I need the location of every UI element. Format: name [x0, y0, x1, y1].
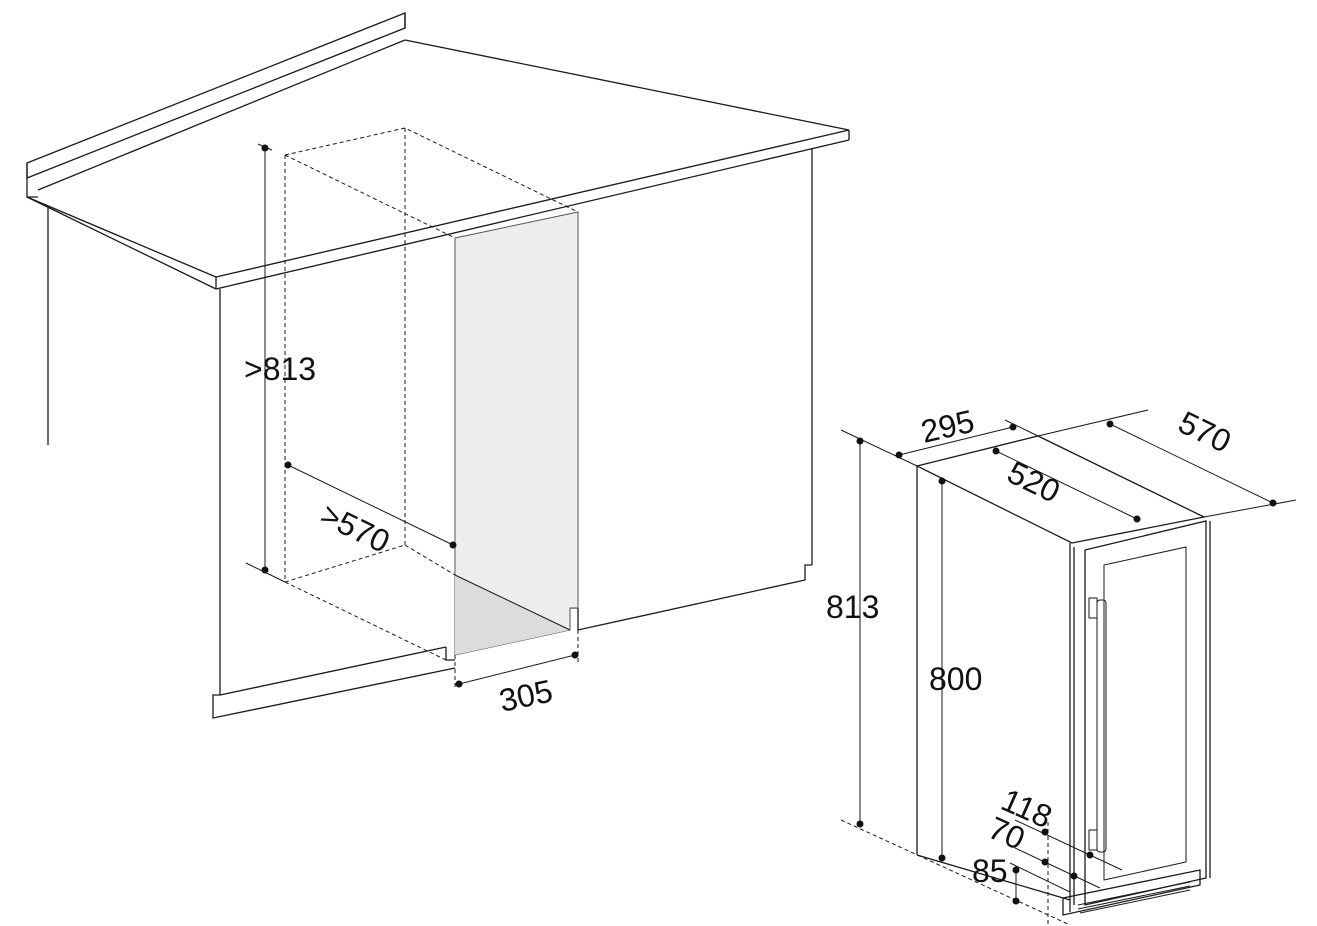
width-label: 295: [917, 403, 977, 450]
body-depth-label: 520: [1002, 454, 1066, 510]
niche-depth-label: >570: [315, 496, 396, 560]
niche-height-label: >813: [244, 351, 316, 387]
niche-width-label: 305: [496, 673, 556, 719]
kitchen-cabinet: [26, 12, 850, 719]
total-depth-label: 570: [1173, 404, 1237, 460]
appliance-dimension-lines: [840, 409, 1297, 926]
niche-opening: [284, 127, 579, 690]
total-height-label: 813: [826, 589, 879, 625]
dim-85-label: 85: [972, 853, 1008, 889]
body-height-label: 800: [929, 661, 982, 697]
niche-dimension-lines: [245, 143, 579, 688]
